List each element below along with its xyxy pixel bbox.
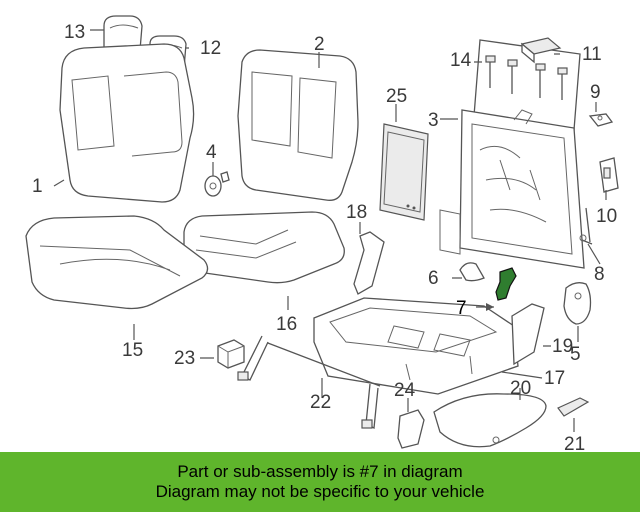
part-18-bracket xyxy=(353,231,385,295)
callout-14: 14 xyxy=(450,50,472,71)
callout-23: 23 xyxy=(174,348,195,369)
leader-lines xyxy=(53,29,607,432)
callout-1: 1 xyxy=(32,176,43,197)
part-11-clip xyxy=(520,37,562,64)
part-1-seat-back-left xyxy=(59,43,195,203)
callout-9: 9 xyxy=(590,82,601,103)
callout-10: 10 xyxy=(596,206,617,227)
callout-2: 2 xyxy=(314,34,325,55)
part-3-seat-back-frame xyxy=(439,109,585,269)
callout-13: 13 xyxy=(64,22,85,43)
banner-line-2: Diagram may not be specific to your vehi… xyxy=(155,482,485,501)
part-21-handle xyxy=(557,397,590,417)
banner-line-1: Part or sub-assembly is #7 in diagram xyxy=(177,462,463,481)
callout-6: 6 xyxy=(428,268,439,289)
callout-3: 3 xyxy=(428,110,439,131)
callout-21: 21 xyxy=(564,434,585,452)
callout-20: 20 xyxy=(510,378,531,399)
part-10-cover xyxy=(599,157,619,193)
part-8-rod xyxy=(579,207,593,245)
part-16-seat-cushion xyxy=(183,211,345,284)
callout-8: 8 xyxy=(594,264,605,285)
part-22-rod xyxy=(237,335,381,430)
callout-17: 17 xyxy=(544,368,565,389)
callout-18: 18 xyxy=(346,202,367,223)
callout-25: 25 xyxy=(386,86,407,107)
callout-4: 4 xyxy=(206,142,217,163)
callout-7: 7 xyxy=(456,298,467,319)
part-6-pad xyxy=(459,262,485,282)
part-25-panel xyxy=(379,123,429,221)
parts-diagram: 13 12 2 25 3 14 11 9 1 4 10 18 8 6 7 16 … xyxy=(25,15,619,452)
part-17-cushion-frame xyxy=(313,297,519,395)
part-19-trim xyxy=(511,303,545,366)
callout-24: 24 xyxy=(394,380,416,401)
part-24-bracket xyxy=(397,409,425,449)
info-banner: Part or sub-assembly is #7 in diagram Di… xyxy=(0,452,640,512)
callout-12: 12 xyxy=(200,38,221,59)
part-5-cover xyxy=(563,282,592,325)
callout-16: 16 xyxy=(276,314,297,335)
part-23-block xyxy=(217,339,245,369)
part-4-cover xyxy=(204,171,230,197)
part-2-seat-back-right xyxy=(237,49,359,201)
part-15-seat-cushion xyxy=(25,215,209,310)
part-14-bolt-kit xyxy=(473,39,581,131)
callout-15: 15 xyxy=(122,340,143,361)
part-20-cable xyxy=(433,393,547,448)
callout-labels: 13 12 2 25 3 14 11 9 1 4 10 18 8 6 7 16 … xyxy=(32,22,617,452)
callout-5: 5 xyxy=(570,344,581,365)
part-7-highlighted xyxy=(495,267,517,301)
callout-19: 19 xyxy=(552,336,573,357)
callout-22: 22 xyxy=(310,392,331,413)
callout-11: 11 xyxy=(582,44,602,65)
part-9-bracket xyxy=(588,113,614,127)
